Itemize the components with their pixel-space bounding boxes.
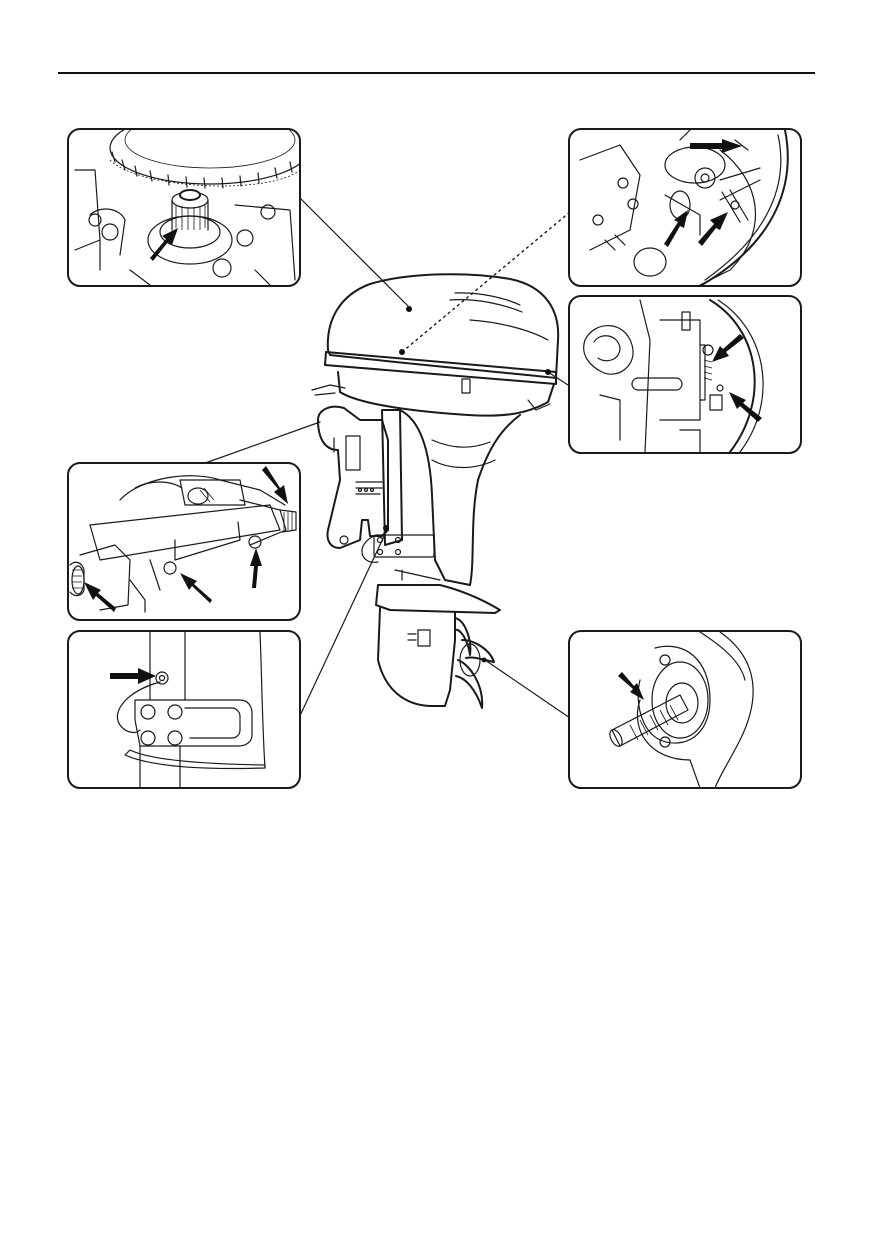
callout-choke-link xyxy=(568,295,802,454)
leader-lines xyxy=(196,195,571,721)
callout-propeller-shaft xyxy=(568,630,802,789)
arrow-icon xyxy=(110,668,156,684)
arrow-icon xyxy=(690,139,742,153)
arrow-icon xyxy=(712,334,744,362)
propeller xyxy=(454,617,495,709)
bottom-cowling xyxy=(337,371,555,417)
callout-throttle-linkage xyxy=(568,128,802,287)
swivel-bracket xyxy=(381,409,403,546)
arrow-icon xyxy=(84,582,116,612)
arrow-icon xyxy=(729,392,762,422)
cowling-seal xyxy=(324,351,557,385)
arrow-icon xyxy=(250,548,262,588)
arrow-icon xyxy=(150,228,178,261)
midsection xyxy=(399,409,521,586)
arrow-icon xyxy=(618,672,644,700)
anti-cavitation-plate xyxy=(375,584,501,614)
callout-flywheel-spline xyxy=(67,128,301,287)
callout-swivel-bracket xyxy=(67,462,301,621)
clamp-bracket xyxy=(317,405,389,549)
outboard-motor xyxy=(311,273,560,709)
arrow-icon xyxy=(262,466,288,504)
arrow-icon xyxy=(180,573,212,603)
arrow-icon xyxy=(664,210,688,247)
callout-steering-pivot xyxy=(67,630,301,789)
lower-unit xyxy=(377,607,456,707)
arrow-icon xyxy=(698,212,728,246)
top-cowling xyxy=(326,273,560,379)
